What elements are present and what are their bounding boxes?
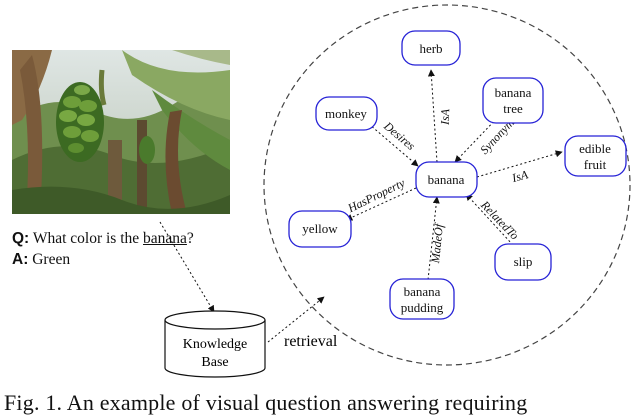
- question-mark: ?: [186, 230, 194, 247]
- graph-boundary: [263, 4, 631, 366]
- relation-isa-herb: IsA: [438, 108, 453, 126]
- relation-hasproperty: HasProperty: [345, 175, 408, 215]
- answer-label: A:: [12, 251, 29, 268]
- node-banana-pudding: banana pudding: [389, 278, 455, 320]
- svg-text:banana: banana: [428, 172, 465, 187]
- svg-text:banana: banana: [495, 85, 532, 100]
- question-text: What color is the: [29, 230, 144, 247]
- knowledge-base-cylinder: Knowledge Base: [164, 310, 266, 378]
- banana-bunch: [56, 82, 104, 162]
- node-herb: herb: [401, 30, 461, 66]
- edge-herb: [427, 69, 438, 163]
- svg-text:yellow: yellow: [302, 221, 338, 236]
- edge-monkey: [369, 124, 419, 167]
- retrieval-label: retrieval: [284, 333, 338, 350]
- svg-text:slip: slip: [514, 254, 533, 269]
- answer-text: Green: [28, 251, 71, 268]
- query-arrow: [159, 221, 215, 313]
- question: Q: What color is the banana?: [12, 229, 194, 248]
- svg-text:pudding: pudding: [401, 300, 444, 315]
- edge-banana-pudding: [427, 196, 440, 281]
- svg-text:herb: herb: [419, 41, 442, 56]
- relation-desires: Desires: [380, 118, 418, 153]
- svg-text:monkey: monkey: [325, 106, 367, 121]
- figure-caption: Fig. 1. An example of visual question an…: [4, 390, 528, 415]
- node-slip: slip: [494, 243, 552, 281]
- svg-text:edible: edible: [579, 141, 611, 156]
- question-label: Q:: [12, 230, 30, 247]
- node-center-banana: banana: [415, 161, 478, 198]
- edge-yellow: [345, 187, 417, 221]
- node-edible-fruit: edible fruit: [564, 135, 627, 177]
- svg-text:fruit: fruit: [584, 157, 607, 172]
- relation-madeof: MadeOf: [428, 222, 446, 265]
- relation-relatedto: RelatedTo: [477, 197, 521, 242]
- knowledge-base-label-1: Knowledge: [183, 337, 248, 352]
- svg-text:tree: tree: [503, 101, 523, 116]
- node-banana-tree: banana tree: [482, 77, 544, 124]
- knowledge-base-label-2: Base: [201, 355, 228, 370]
- svg-text:banana: banana: [404, 284, 441, 299]
- node-monkey: monkey: [315, 96, 378, 131]
- node-yellow: yellow: [288, 210, 352, 248]
- banana-photo: [12, 50, 230, 214]
- edge-edible-fruit: [476, 150, 563, 178]
- relation-isa-fruit: IsA: [509, 167, 530, 185]
- question-keyword: banana: [143, 230, 187, 247]
- banana-plant-image: [12, 50, 230, 214]
- retrieval-arrow: [267, 296, 325, 343]
- answer: A: Green: [12, 250, 70, 269]
